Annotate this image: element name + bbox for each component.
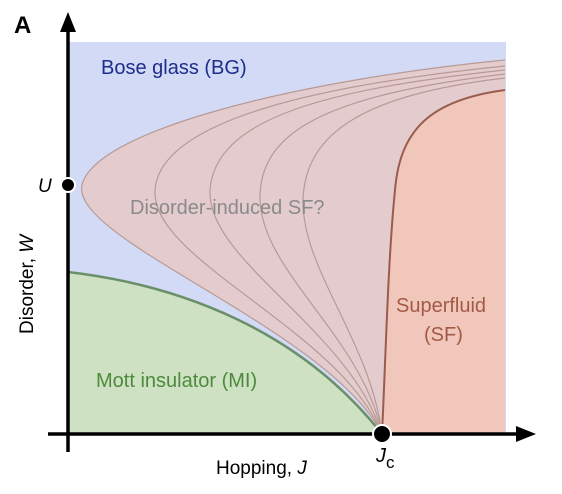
jc-label: Jc [375, 445, 395, 472]
mott-boundary [67, 270, 383, 435]
u-label: U [38, 176, 52, 197]
outer-boundary-curve [81, 59, 506, 435]
superfluid-label-line1: Superfluid [396, 295, 486, 317]
superfluid-label-line2: (SF) [424, 324, 463, 346]
x-axis-label-text: Hopping, [216, 458, 297, 479]
panel-label: A [14, 12, 31, 39]
inner-curve-4 [302, 77, 506, 435]
x-axis-label-var: J [296, 458, 307, 479]
mott-insulator-region [68, 272, 382, 434]
y-axis-label-text: Disorder, [17, 253, 38, 334]
y-axis-arrowhead [60, 12, 76, 32]
u-marker [60, 177, 76, 193]
mott-insulator-label: Mott insulator (MI) [96, 370, 257, 392]
jc-main: J [375, 445, 387, 467]
inner-curve-2 [209, 69, 506, 435]
inner-curve-1 [154, 65, 506, 435]
disorder-sf-label: Disorder-induced SF? [130, 197, 325, 219]
superfluid-region [382, 90, 505, 434]
x-axis-arrowhead [516, 426, 536, 442]
jc-marker [372, 424, 392, 444]
jc-sub: c [386, 453, 395, 472]
y-axis-label-var: W [17, 233, 38, 253]
superfluid-boundary [381, 89, 506, 435]
inner-curve-3 [259, 73, 506, 435]
bose-glass-label: Bose glass (BG) [101, 57, 247, 79]
y-axis-label: Disorder, W [17, 233, 38, 334]
x-axis-label: Hopping, J [216, 458, 307, 479]
